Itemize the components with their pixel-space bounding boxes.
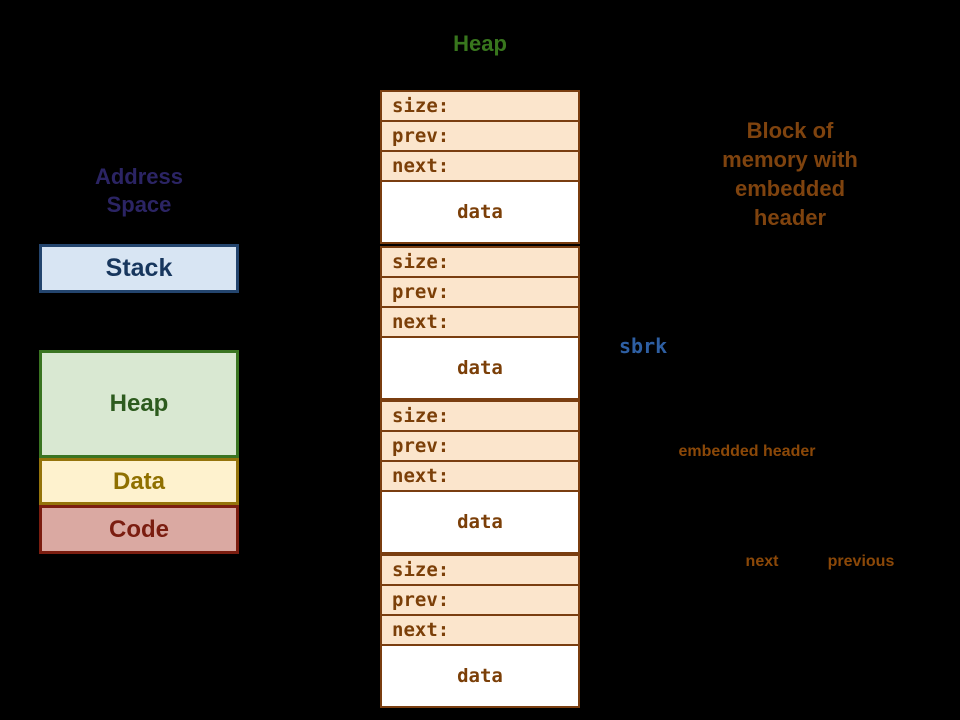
size-label: size:	[392, 559, 450, 581]
heap-box: Heap	[39, 350, 239, 458]
block-note-line2: memory with	[722, 147, 858, 172]
code-box: Code	[39, 505, 239, 554]
prev-label: prev:	[392, 435, 450, 457]
data-region-label: data	[457, 511, 503, 533]
next-field: next:	[380, 306, 580, 338]
block-note-line4: header	[753, 205, 827, 230]
stack-box: Stack	[39, 244, 239, 293]
data-region: data	[380, 180, 580, 244]
data-region-label: data	[457, 201, 503, 223]
next-field: next:	[380, 460, 580, 492]
next-label: next:	[392, 619, 450, 641]
memory-block-2: size: prev: next: data	[380, 246, 580, 400]
memory-block-3: size: prev: next: data	[380, 400, 580, 554]
sbrk-label: sbrk	[619, 334, 668, 358]
previous-pointer-label: previous	[827, 553, 895, 570]
size-label: size:	[392, 405, 450, 427]
code-box-label: Code	[109, 515, 169, 543]
size-label: size:	[392, 251, 450, 273]
size-field: size:	[380, 400, 580, 432]
address-space-title: Address Space	[29, 163, 249, 219]
data-region-label: data	[457, 665, 503, 687]
data-region-label: data	[457, 357, 503, 379]
size-field: size:	[380, 90, 580, 122]
next-label: next:	[392, 155, 450, 177]
heap-box-label: Heap	[109, 390, 169, 417]
block-note-line1: Block of	[746, 118, 834, 143]
heap-memory-column: size: prev: next: data size: prev: next:…	[380, 0, 580, 720]
memory-block-4: size: prev: next: data	[380, 554, 580, 708]
block-note-line3: embedded	[734, 176, 846, 201]
next-pointer-label: next	[745, 553, 779, 570]
next-label: next:	[392, 465, 450, 487]
next-field: next:	[380, 150, 580, 182]
prev-field: prev:	[380, 430, 580, 462]
block-of-memory-note: Block of memory with embedded header	[690, 116, 890, 232]
prev-label: prev:	[392, 281, 450, 303]
data-box-label: Data	[112, 467, 166, 495]
prev-field: prev:	[380, 276, 580, 308]
next-field: next:	[380, 614, 580, 646]
prev-field: prev:	[380, 120, 580, 152]
next-label: next:	[392, 311, 450, 333]
prev-field: prev:	[380, 584, 580, 616]
data-box: Data	[39, 458, 239, 505]
prev-label: prev:	[392, 589, 450, 611]
size-field: size:	[380, 554, 580, 586]
memory-block-1: size: prev: next: data	[380, 90, 580, 244]
data-region: data	[380, 336, 580, 400]
stack-box-label: Stack	[105, 254, 173, 282]
heap-column-title: Heap	[453, 31, 507, 56]
data-region: data	[380, 644, 580, 708]
prev-label: prev:	[392, 125, 450, 147]
data-region: data	[380, 490, 580, 554]
size-field: size:	[380, 246, 580, 278]
size-label: size:	[392, 95, 450, 117]
address-space-title-line2: Space	[106, 192, 172, 217]
address-space-title-line1: Address	[94, 164, 184, 189]
embedded-header-label: embedded header	[678, 443, 816, 460]
